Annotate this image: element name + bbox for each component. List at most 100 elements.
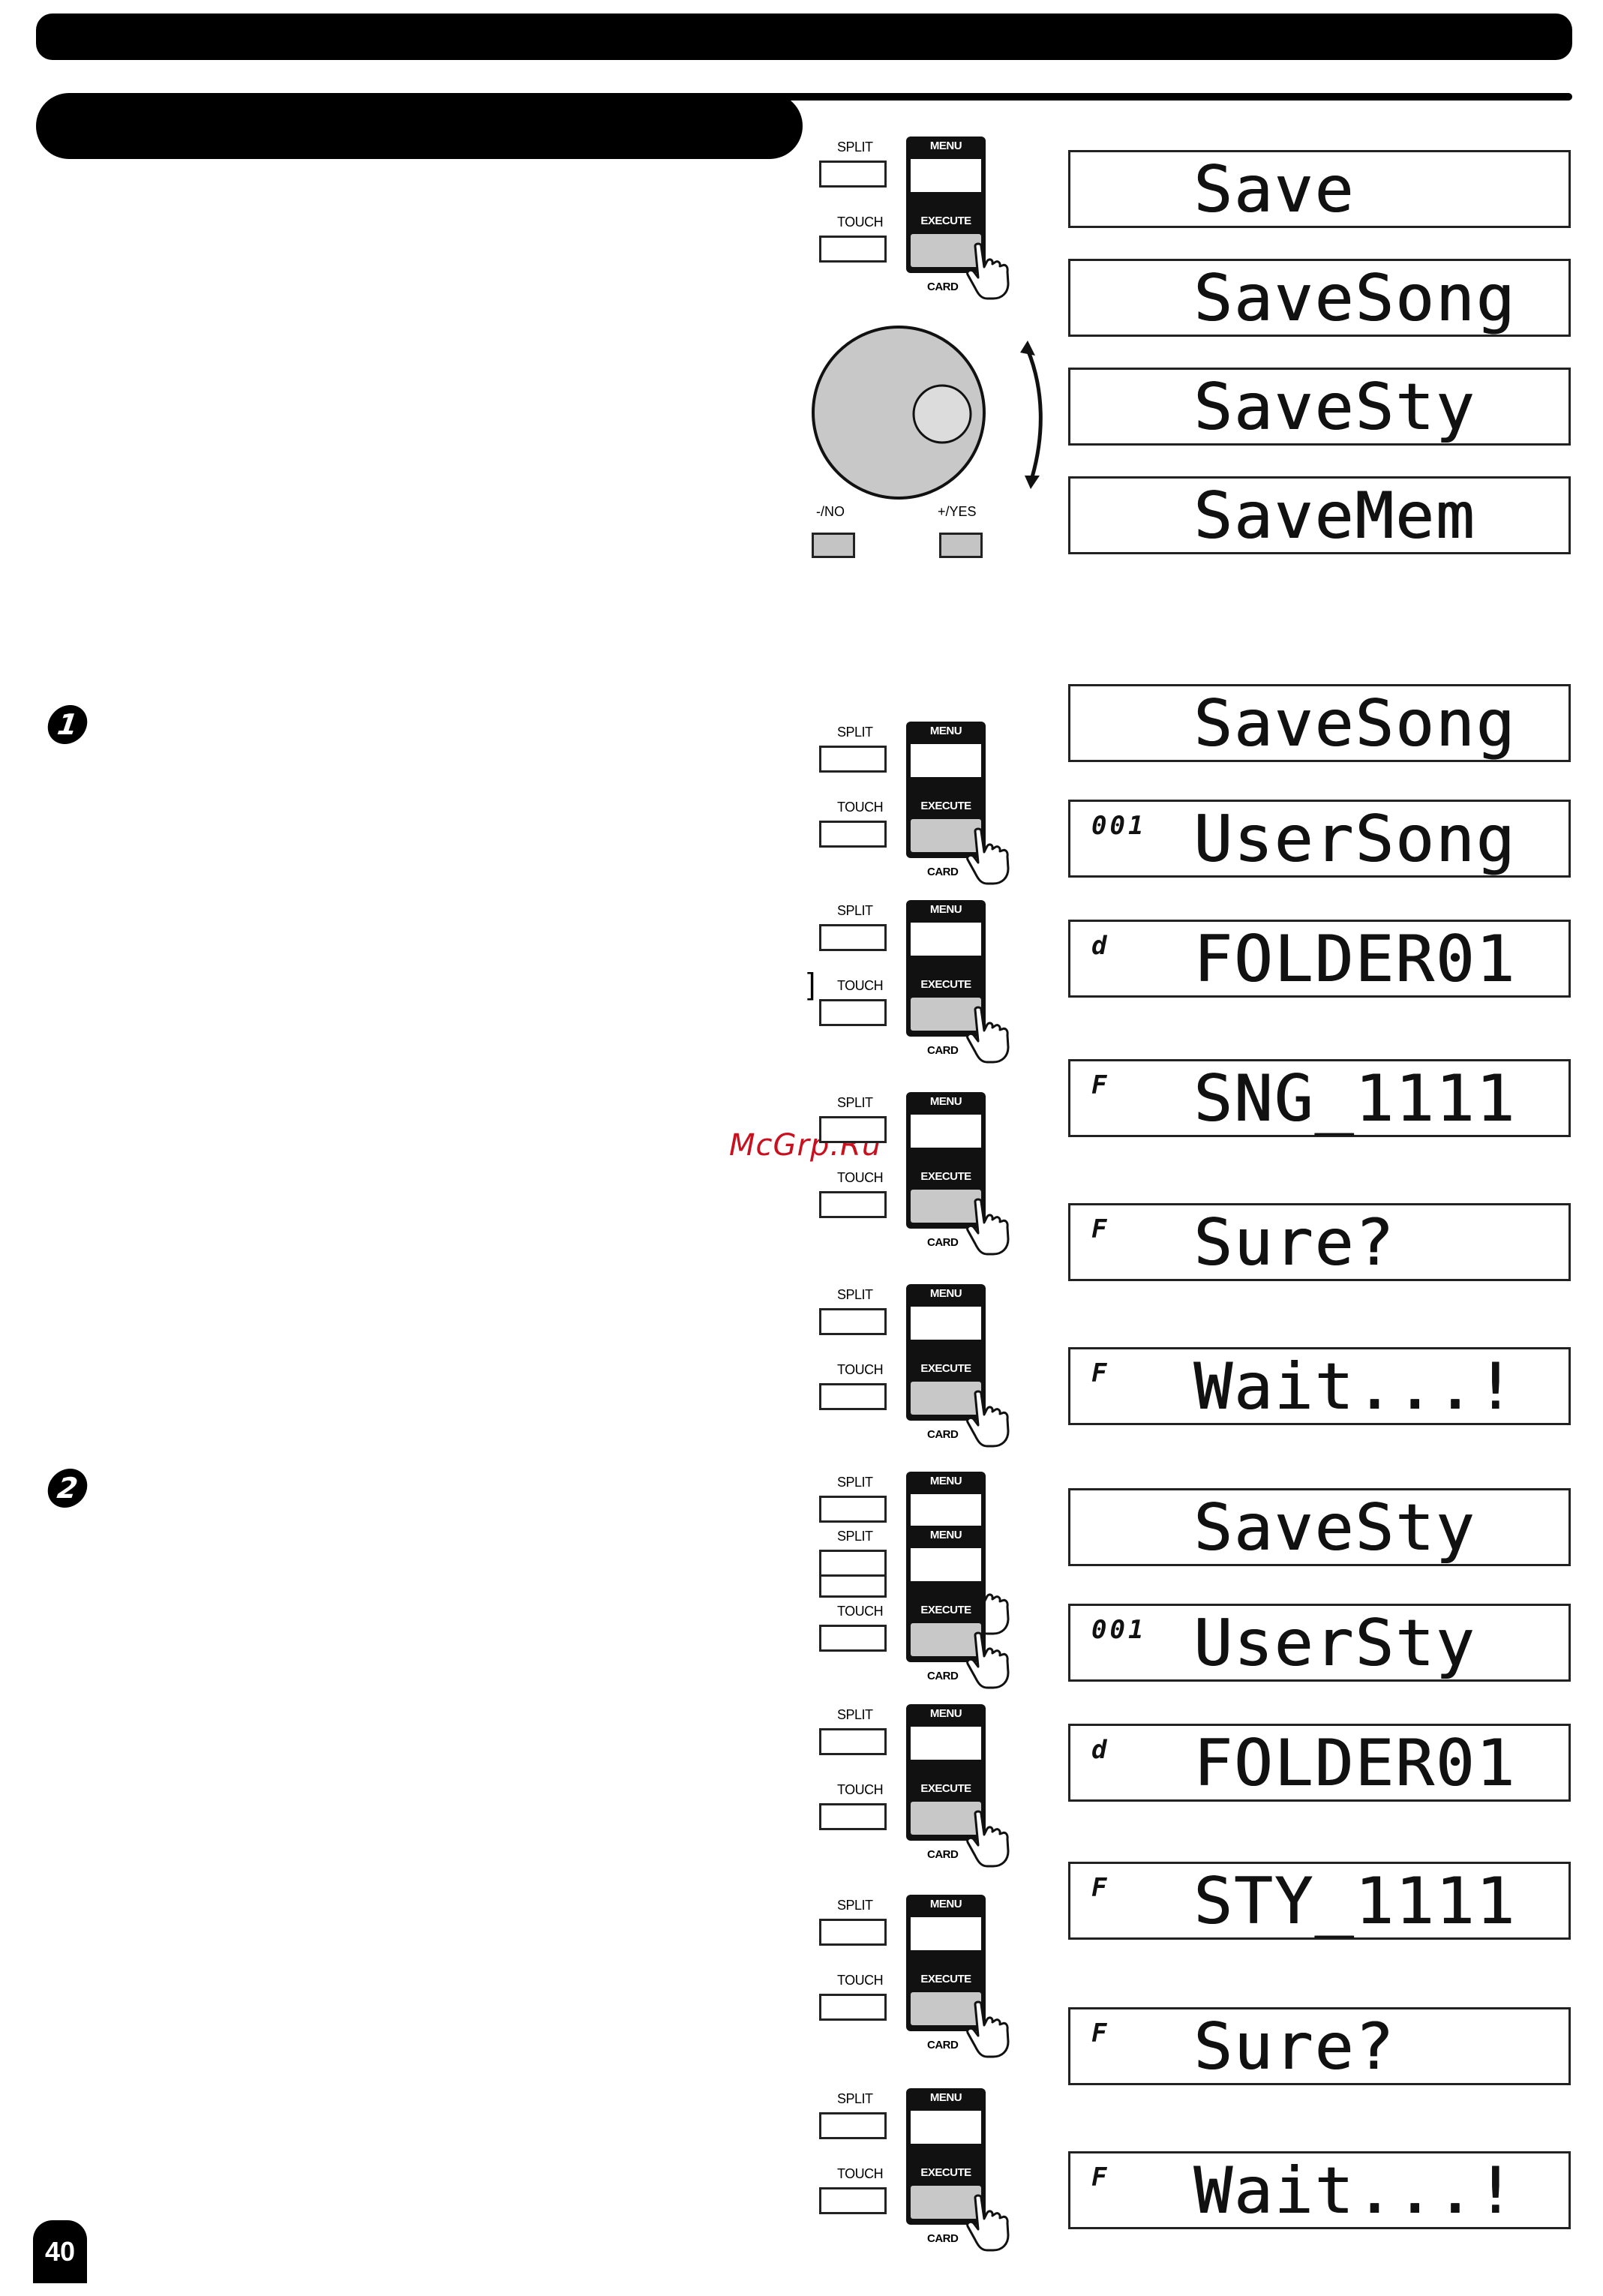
lcd-display: 001 UserSty xyxy=(1068,1604,1571,1682)
lcd-indicator: F xyxy=(1091,1358,1110,1388)
touch-button[interactable] xyxy=(819,1803,887,1830)
lcd-indicator: F xyxy=(1091,1070,1110,1100)
touch-label: TOUCH xyxy=(837,1604,884,1619)
menu-button[interactable] xyxy=(911,2111,981,2144)
control-panel: SPLIT TOUCH MENU EXECUTE CARD xyxy=(818,2088,1020,2252)
menu-button[interactable] xyxy=(911,1115,981,1148)
menu-button[interactable] xyxy=(911,1494,981,1527)
pointing-hand-icon xyxy=(966,2194,1010,2252)
execute-button[interactable] xyxy=(911,819,981,852)
lcd-text: Wait...! xyxy=(1193,1349,1517,1424)
card-label: CARD xyxy=(927,866,959,878)
menu-label: MENU xyxy=(929,1898,962,1910)
split-button[interactable] xyxy=(819,161,887,188)
lcd-indicator: F xyxy=(1091,1873,1110,1903)
execute-button[interactable] xyxy=(911,1623,981,1656)
lcd-text: UserSty xyxy=(1193,1606,1476,1681)
lcd-display: Save xyxy=(1068,150,1571,228)
lcd-display: SaveSong xyxy=(1068,684,1571,762)
lcd-display: F Sure? xyxy=(1068,2007,1571,2085)
split-label: SPLIT xyxy=(837,725,873,740)
touch-button[interactable] xyxy=(819,1383,887,1410)
split-label: SPLIT xyxy=(837,140,873,155)
execute-label: EXECUTE xyxy=(920,1362,971,1375)
lcd-indicator: d xyxy=(1091,1735,1110,1765)
execute-button[interactable] xyxy=(911,1992,981,2025)
lcd-indicator: 001 xyxy=(1091,811,1147,841)
split-button[interactable] xyxy=(819,1308,887,1335)
menu-execute-block: MENU EXECUTE xyxy=(906,900,986,1037)
pointing-hand-icon xyxy=(966,1810,1010,1868)
lcd-text: SaveSong xyxy=(1193,686,1517,761)
execute-button[interactable] xyxy=(911,234,981,267)
pointing-hand-icon xyxy=(966,1006,1010,1064)
lcd-display: F STY_1111 xyxy=(1068,1862,1571,1940)
menu-button[interactable] xyxy=(911,744,981,777)
split-button[interactable] xyxy=(819,2112,887,2139)
lcd-indicator: 001 xyxy=(1091,1615,1147,1645)
menu-execute-block: MENU EXECUTE xyxy=(906,137,986,273)
step-marker-2: 2 xyxy=(45,1469,90,1508)
execute-label: EXECUTE xyxy=(920,1604,971,1616)
lcd-text: SNG_1111 xyxy=(1193,1061,1517,1136)
pointing-hand-icon xyxy=(966,1198,1010,1256)
control-panel: SPLIT TOUCH MENU EXECUTE CARD xyxy=(818,1526,1020,1689)
no-button[interactable] xyxy=(812,533,855,558)
execute-label: EXECUTE xyxy=(920,1973,971,1985)
execute-label: EXECUTE xyxy=(920,2166,971,2179)
yes-button[interactable] xyxy=(939,533,983,558)
menu-label: MENU xyxy=(929,1475,962,1487)
touch-label: TOUCH xyxy=(837,1170,884,1185)
split-button[interactable] xyxy=(819,924,887,951)
lcd-display: d FOLDER01 xyxy=(1068,1724,1571,1802)
split-label: SPLIT xyxy=(837,1898,873,1913)
execute-button[interactable] xyxy=(911,1802,981,1835)
execute-button[interactable] xyxy=(911,2186,981,2219)
split-button[interactable] xyxy=(819,1728,887,1755)
split-label: SPLIT xyxy=(837,903,873,918)
touch-button[interactable] xyxy=(819,1994,887,2021)
data-dial[interactable] xyxy=(810,323,1050,510)
execute-button[interactable] xyxy=(911,998,981,1031)
lcd-display: F Sure? xyxy=(1068,1203,1571,1281)
control-panel: SPLIT TOUCH MENU EXECUTE CARD xyxy=(818,900,1020,1064)
execute-button[interactable] xyxy=(911,1382,981,1415)
touch-label: TOUCH xyxy=(837,1973,884,1988)
menu-execute-block: MENU EXECUTE xyxy=(906,722,986,858)
menu-button[interactable] xyxy=(911,1917,981,1950)
card-label: CARD xyxy=(927,281,959,293)
touch-label: TOUCH xyxy=(837,1782,884,1797)
menu-button[interactable] xyxy=(911,923,981,956)
split-button[interactable] xyxy=(819,1496,887,1523)
card-label: CARD xyxy=(927,1848,959,1861)
split-button[interactable] xyxy=(819,1550,887,1577)
lcd-display: SaveMem xyxy=(1068,476,1571,554)
menu-label: MENU xyxy=(929,140,962,152)
split-label: SPLIT xyxy=(837,1287,873,1302)
bracket-mark: ] xyxy=(807,968,816,1001)
menu-button[interactable] xyxy=(911,159,981,192)
control-panel: SPLIT TOUCH MENU EXECUTE CARD xyxy=(818,1895,1020,2058)
touch-button[interactable] xyxy=(819,1625,887,1652)
menu-label: MENU xyxy=(929,903,962,916)
touch-label: TOUCH xyxy=(837,800,884,815)
lcd-indicator: F xyxy=(1091,1214,1110,1244)
control-panel: SPLIT TOUCH MENU EXECUTE CARD xyxy=(818,137,1020,300)
lcd-text: Sure? xyxy=(1193,1205,1395,1280)
touch-button[interactable] xyxy=(819,1191,887,1218)
touch-button[interactable] xyxy=(819,821,887,848)
touch-button[interactable] xyxy=(819,999,887,1026)
menu-button[interactable] xyxy=(911,1307,981,1340)
split-button[interactable] xyxy=(819,1116,887,1143)
touch-label: TOUCH xyxy=(837,1362,884,1377)
touch-button[interactable] xyxy=(819,236,887,263)
touch-button[interactable] xyxy=(819,2187,887,2214)
menu-button[interactable] xyxy=(911,1727,981,1760)
execute-button[interactable] xyxy=(911,1190,981,1223)
lcd-display: SaveSty xyxy=(1068,1488,1571,1566)
split-button[interactable] xyxy=(819,1919,887,1946)
menu-button[interactable] xyxy=(911,1548,981,1581)
section-title-bar xyxy=(36,93,803,159)
pointing-hand-icon xyxy=(966,1390,1010,1448)
split-button[interactable] xyxy=(819,746,887,773)
